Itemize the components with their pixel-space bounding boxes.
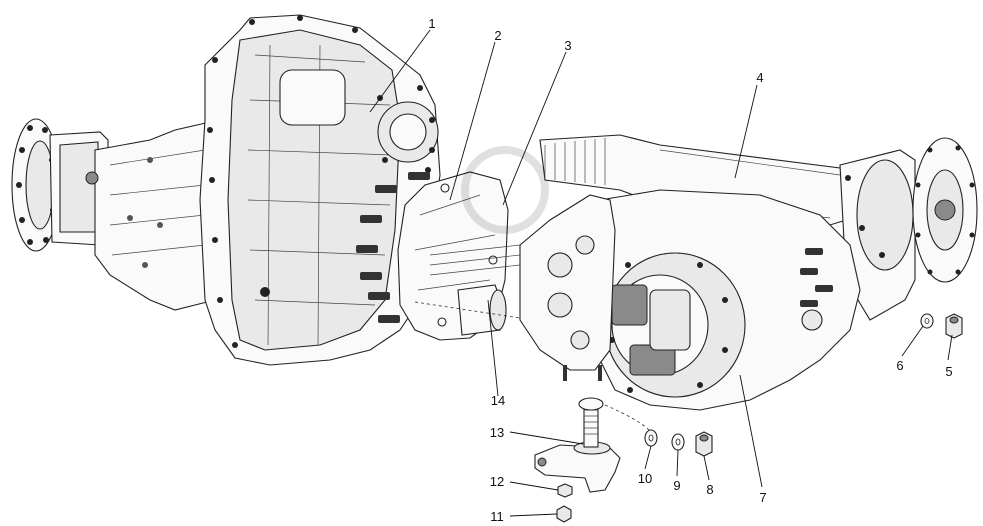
callout-5: 5	[945, 364, 952, 379]
callout-3: 3	[564, 38, 571, 53]
callout-8: 8	[706, 482, 713, 497]
callout-12: 12	[490, 474, 504, 489]
callout-9: 9	[673, 478, 680, 493]
transfer-case-housing	[85, 14, 447, 366]
part-5-nut	[945, 313, 963, 339]
callout-4: 4	[756, 70, 763, 85]
part-8-nut	[695, 431, 713, 457]
part-6-washer	[920, 313, 934, 329]
callout-11: 11	[490, 509, 504, 524]
part-13-bracket	[534, 397, 621, 493]
callout-14: 14	[491, 393, 505, 408]
callout-10: 10	[638, 471, 652, 486]
pump-cover	[429, 194, 616, 381]
part-9-washer	[671, 433, 685, 451]
assembly-path-dashed	[604, 404, 652, 433]
differential-housing	[594, 189, 861, 411]
callout-2: 2	[494, 28, 501, 43]
callout-6: 6	[896, 358, 903, 373]
right-output-flange	[839, 137, 978, 321]
callout-7: 7	[759, 490, 766, 505]
part-11-nut	[556, 505, 572, 523]
callout-13: 13	[490, 425, 504, 440]
callout-labels: 1 2 3 4 5 6 7 8 9 10 11 12 13 14	[428, 16, 952, 524]
part-12-nut	[557, 483, 573, 498]
part-10-washer	[644, 429, 658, 447]
callout-1: 1	[428, 16, 435, 31]
watermark	[461, 146, 549, 234]
leader-lines	[369, 29, 953, 517]
left-output-flange	[11, 118, 109, 252]
